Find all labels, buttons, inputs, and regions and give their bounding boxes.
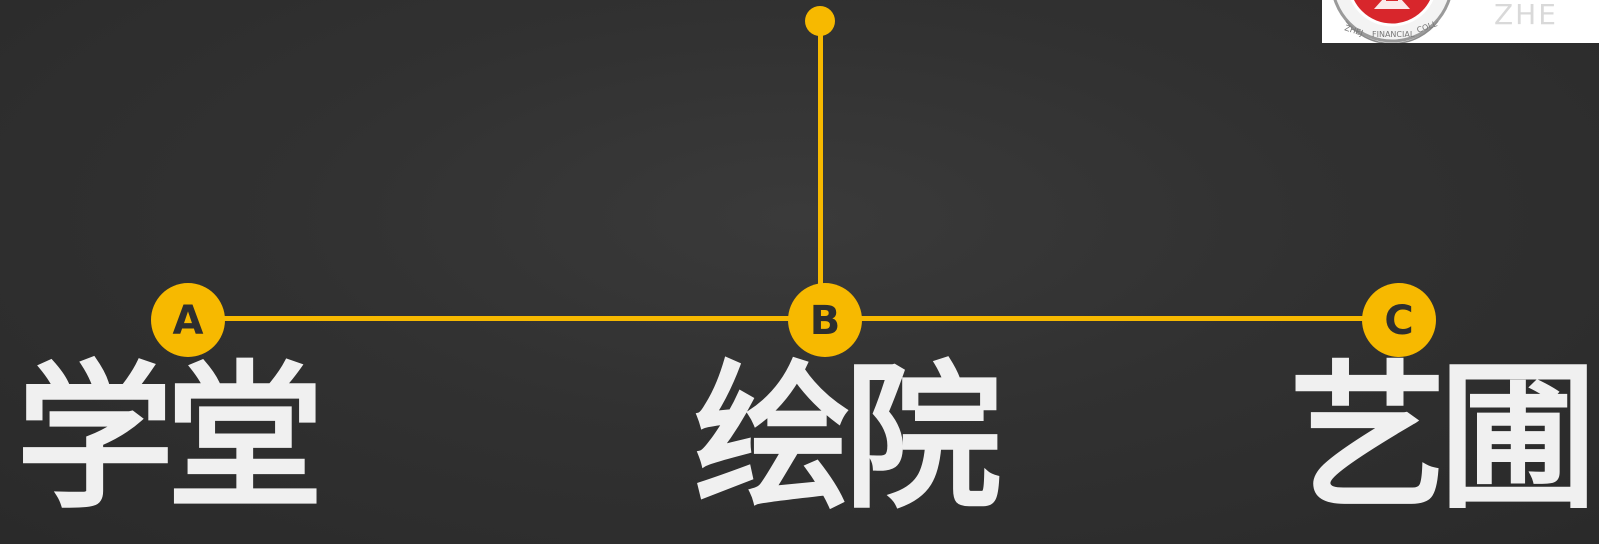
- node-c-marker: C: [1362, 283, 1436, 357]
- node-a-marker: A: [151, 283, 225, 357]
- college-seal-icon: ZHEJ FINANCIAL COLL: [1333, 0, 1451, 43]
- top-end-dot: [805, 6, 835, 36]
- node-b-label: 绘院: [694, 347, 1002, 531]
- node-a-label: 学堂: [16, 347, 324, 531]
- node-c-label: 艺圃: [1289, 347, 1597, 531]
- node-b-marker: B: [788, 283, 862, 357]
- vertical-connector-line: [818, 20, 823, 286]
- svg-text:FINANCIAL: FINANCIAL: [1372, 30, 1415, 39]
- college-wordmark: ZHE: [1494, 0, 1558, 31]
- college-logo: ZHEJ FINANCIAL COLL ZHE: [1322, 0, 1599, 43]
